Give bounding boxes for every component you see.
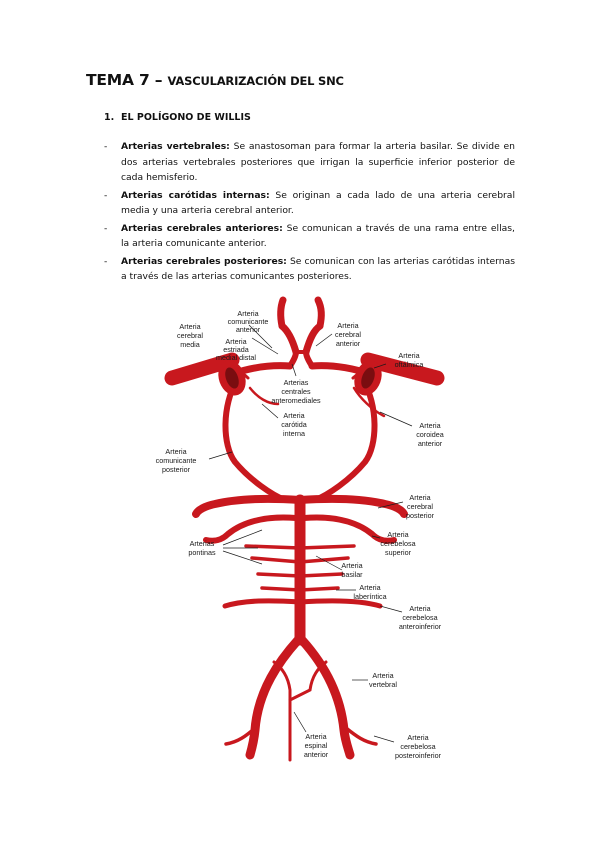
bullet-term: Arterias cerebrales posteriores: [121,255,287,267]
section-label: EL POLÍGONO DE WILLIS [121,112,251,123]
title-main: TEMA 7 – [86,71,168,89]
section-number: 1. [104,112,115,123]
arteries [164,296,445,762]
bullet-text: Se comunican con las arterias carótidas … [121,255,515,283]
bullet-item: Arterias carótidas internas: Se originan… [104,188,515,219]
section-heading: 1. EL POLÍGONO DE WILLIS [104,112,251,123]
bullet-item: Arterias cerebrales posteriores: Se comu… [104,254,515,285]
page-title: TEMA 7 – VASCULARIZACIÓN DEL SNC [86,71,344,89]
bullet-term: Arterias vertebrales: [121,141,230,152]
leader-lines [208,324,413,743]
bullet-text: Se anastosoman para formar la arteria ba… [121,141,515,183]
bullet-item: Arterias vertebrales: Se anastosoman par… [104,139,515,186]
bullet-text: Se originan a cada lado de una arteria c… [121,189,515,217]
bullet-term: Arterias carótidas internas: [121,189,270,201]
bullet-item: Arterias cerebrales anteriores: Se comun… [104,221,515,252]
bullet-list: Arterias vertebrales: Se anastosoman par… [104,139,515,287]
title-sub: VASCULARIZACIÓN DEL SNC [167,74,344,88]
bullet-text: Se comunican a través de una rama entre … [121,222,515,250]
bullet-term: Arterias cerebrales anteriores: [121,222,283,234]
